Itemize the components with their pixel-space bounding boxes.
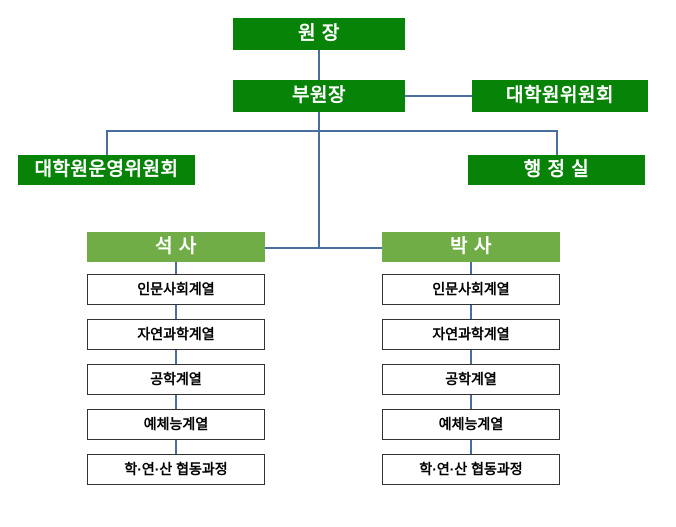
doctorate-program-item[interactable]: 인문사회계열	[382, 274, 560, 305]
node-director[interactable]: 원 장	[233, 18, 405, 50]
connector-doctorate-stub-2	[470, 305, 472, 319]
doctorate-program-item[interactable]: 학·연·산 협동과정	[382, 454, 560, 485]
connector-vice-to-graduate-committee	[405, 95, 472, 97]
connector-branch-bar	[106, 130, 558, 132]
connector-doctorate-stub-4	[470, 395, 472, 409]
node-masters[interactable]: 석 사	[87, 232, 265, 262]
node-admin-office[interactable]: 행 정 실	[468, 155, 645, 185]
connector-to-admin-office	[556, 130, 558, 155]
connector-masters-stub-4	[175, 395, 177, 409]
node-doctorate[interactable]: 박 사	[382, 232, 560, 262]
doctorate-program-item[interactable]: 공학계열	[382, 364, 560, 395]
connector-masters-stub-3	[175, 350, 177, 364]
connector-degree-bar	[265, 247, 382, 249]
masters-program-item[interactable]: 공학계열	[87, 364, 265, 395]
connector-doctorate-stub-1	[470, 262, 472, 274]
connector-masters-stub-5	[175, 440, 177, 454]
masters-program-item[interactable]: 학·연·산 협동과정	[87, 454, 265, 485]
connector-doctorate-stub-3	[470, 350, 472, 364]
node-graduate-committee[interactable]: 대학원위원회	[472, 80, 648, 112]
connector-director-to-vice	[318, 50, 320, 80]
node-vice-director[interactable]: 부원장	[233, 80, 405, 112]
connector-vice-trunk	[318, 112, 320, 247]
masters-program-item[interactable]: 인문사회계열	[87, 274, 265, 305]
connector-to-operating-committee	[106, 130, 108, 155]
connector-masters-stub-1	[175, 262, 177, 274]
doctorate-program-item[interactable]: 자연과학계열	[382, 319, 560, 350]
masters-program-item[interactable]: 자연과학계열	[87, 319, 265, 350]
connector-masters-stub-2	[175, 305, 177, 319]
connector-doctorate-stub-5	[470, 440, 472, 454]
masters-program-item[interactable]: 예체능계열	[87, 409, 265, 440]
node-operating-committee[interactable]: 대학원운영위원회	[18, 155, 195, 185]
doctorate-program-item[interactable]: 예체능계열	[382, 409, 560, 440]
